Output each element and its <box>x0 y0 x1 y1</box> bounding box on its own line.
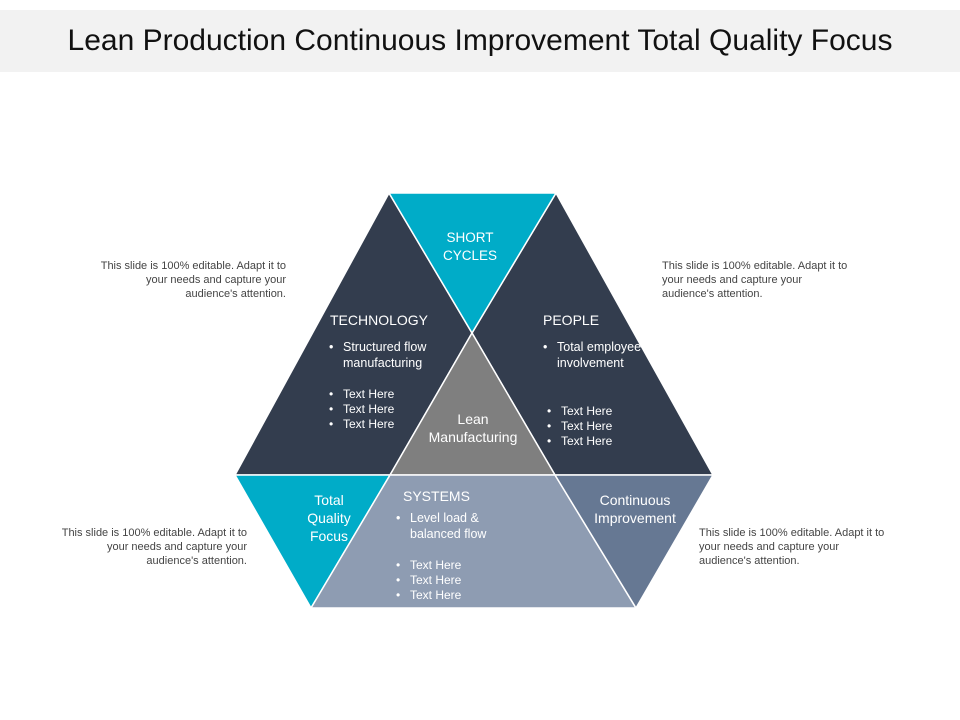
people-heading: PEOPLE <box>543 312 600 328</box>
bullet-item: Text Here <box>547 419 647 434</box>
people-items-list: Text HereText HereText Here <box>547 404 647 449</box>
systems-items-list: Text HereText HereText Here <box>396 558 496 603</box>
bullet-item: Text Here <box>547 404 647 419</box>
slide-title: Lean Production Continuous Improvement T… <box>67 24 893 57</box>
lean-manufacturing-label: Lean Manufacturing <box>428 411 518 445</box>
systems-heading: SYSTEMS <box>403 488 470 504</box>
technology-main-list: Structured flow manufacturing <box>329 339 454 371</box>
continuous-improvement-label: Continuous Improvement <box>594 492 676 526</box>
bullet-item: Text Here <box>329 402 429 417</box>
total-quality-focus-label: Total Quality Focus <box>307 492 351 544</box>
bullet-item: Text Here <box>329 387 429 402</box>
bullet-item: Text Here <box>547 434 647 449</box>
technology-items-list: Text HereText HereText Here <box>329 387 429 432</box>
continuous-improvement-triangle[interactable] <box>553 474 715 610</box>
bullet-item: Text Here <box>396 573 496 588</box>
note-bottom-left: This slide is 100% editable. Adapt it to… <box>61 527 247 567</box>
bullet-item: Text Here <box>329 417 429 432</box>
note-top-right: This slide is 100% editable. Adapt it to… <box>662 260 848 300</box>
systems-main-list: Level load & balanced flow <box>396 510 516 542</box>
bullet-item: Text Here <box>396 588 496 603</box>
bullet-item: Text Here <box>396 558 496 573</box>
note-top-left: This slide is 100% editable. Adapt it to… <box>100 260 286 300</box>
note-bottom-right: This slide is 100% editable. Adapt it to… <box>699 527 885 567</box>
short-cycles-label: SHORT CYCLES <box>442 230 498 263</box>
people-main-list: Total employee involvement <box>543 339 653 371</box>
short-cycles-triangle[interactable] <box>387 192 558 335</box>
bullet-item: Level load & balanced flow <box>396 510 516 542</box>
bullet-item: Total employee involvement <box>543 339 653 371</box>
technology-heading: TECHNOLOGY <box>330 312 429 328</box>
title-bar: Lean Production Continuous Improvement T… <box>0 10 960 72</box>
bullet-item: Structured flow manufacturing <box>329 339 454 371</box>
